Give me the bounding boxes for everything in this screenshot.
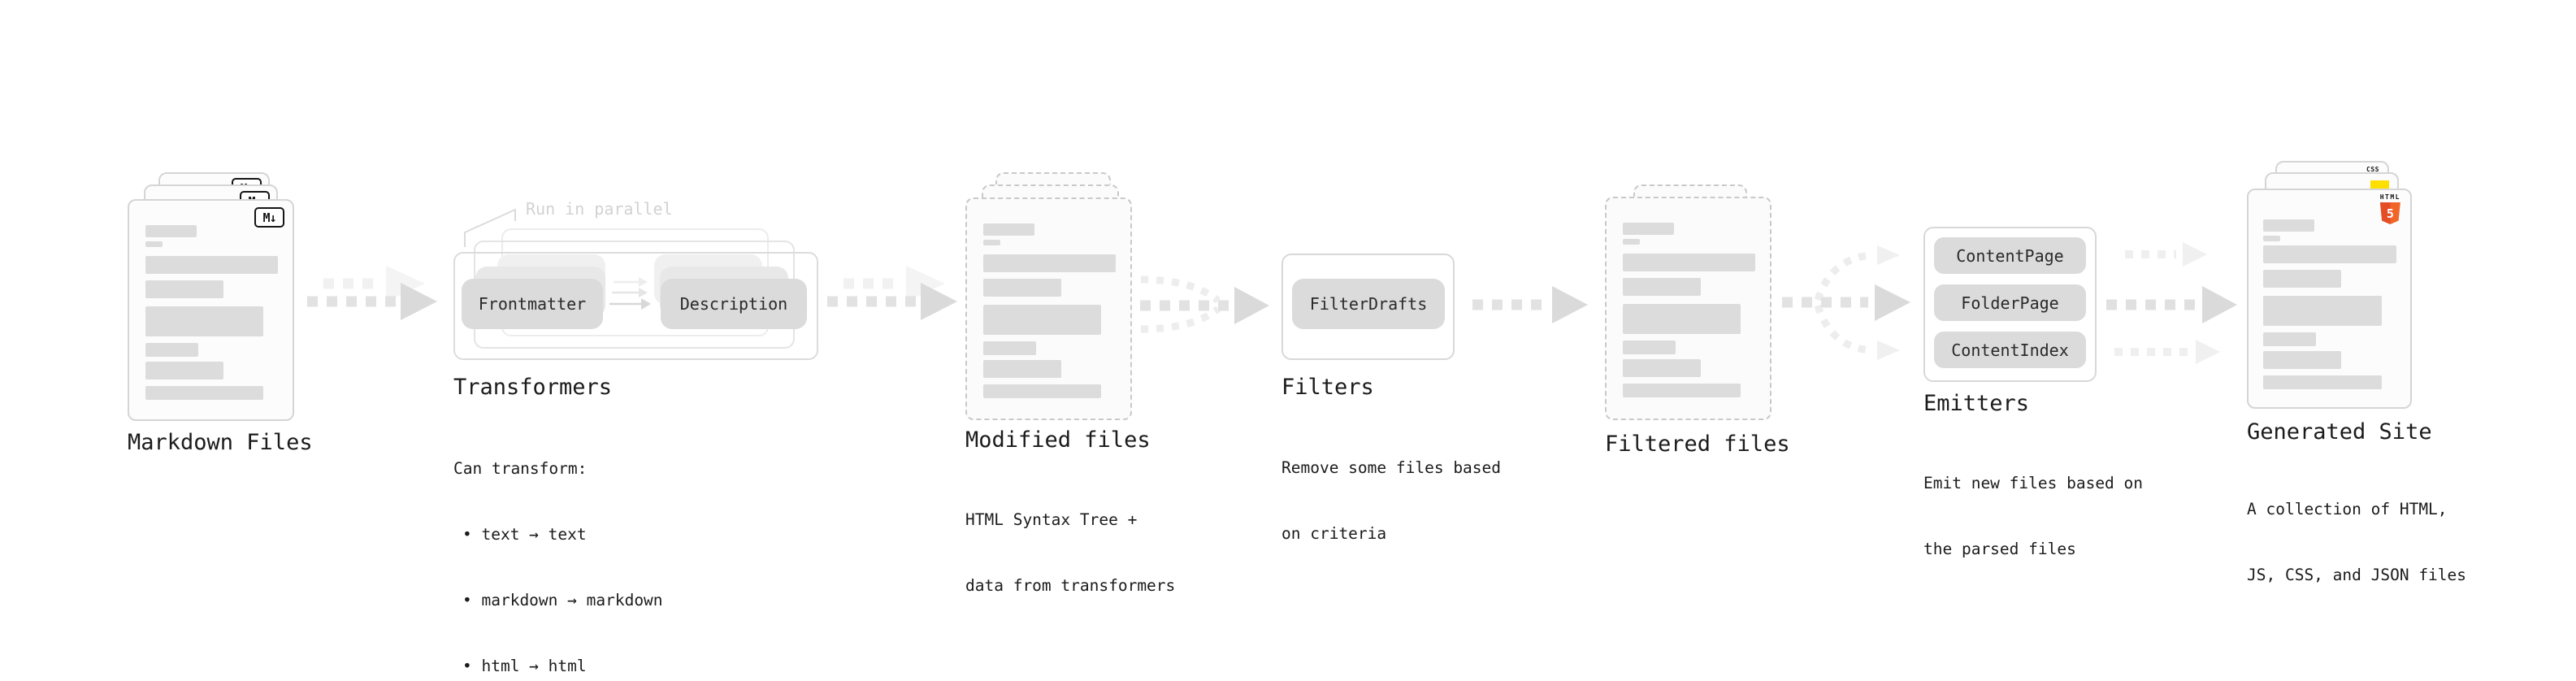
description-line: Remove some files based: [1281, 458, 1502, 477]
html5-shield: 5: [2379, 202, 2400, 224]
text-line-placeholder: [2263, 245, 2396, 263]
filtered-files-label: Filtered files: [1605, 432, 1790, 457]
emitters-description: Emit new files based on the parsed files: [1923, 428, 2143, 604]
document-card: [1605, 197, 1772, 420]
parallel-transform-arrows-icon: [609, 277, 651, 310]
text-line-placeholder: [2263, 332, 2316, 346]
modified-files-label: Modified files: [965, 427, 1151, 453]
text-line-placeholder: [2263, 296, 2382, 326]
text-line-placeholder: [1623, 254, 1755, 271]
frontmatter-pill: Frontmatter: [462, 279, 603, 329]
transformer-frame-front: [453, 252, 818, 360]
description-line: on criteria: [1281, 524, 1387, 543]
transformers-label: Transformers: [453, 375, 613, 400]
text-line-placeholder: [983, 384, 1101, 398]
text-line-placeholder: [1623, 384, 1741, 397]
emitters-label: Emitters: [1923, 391, 2030, 416]
description-line: data from transformers: [965, 576, 1176, 595]
js-icon: [2370, 180, 2389, 191]
contentpage-pill: ContentPage: [1934, 237, 2086, 274]
text-line-placeholder: [983, 360, 1061, 378]
html5-word: HTML: [2379, 193, 2400, 201]
text-line-placeholder: [145, 280, 223, 298]
dashed-arrow-markdown-to-transformers-icon: [307, 266, 437, 320]
text-line-placeholder: [145, 225, 197, 237]
text-line-placeholder: [983, 223, 1034, 236]
markdown-files-label: Markdown Files: [128, 430, 313, 455]
html5-icon: HTML 5: [2380, 194, 2400, 224]
text-line-placeholder: [1623, 340, 1676, 354]
text-line-placeholder: [145, 386, 263, 400]
text-line-placeholder: [2263, 219, 2314, 232]
description-line: JS, CSS, and JSON files: [2247, 566, 2467, 584]
text-line-placeholder: [1623, 223, 1674, 235]
run-in-parallel-callout-line: [464, 208, 516, 247]
document-card: HTML 5: [2247, 189, 2412, 409]
dashed-arrow-transformers-to-modified-icon: [827, 266, 957, 320]
generated-site-description: A collection of HTML, JS, CSS, and JSON …: [2247, 454, 2466, 630]
description-line: • text → text: [462, 525, 587, 544]
transformers-description: Can transform: • text → text • markdown …: [453, 414, 663, 681]
document-card: M↓: [128, 199, 294, 421]
merge-arrow-modified-to-filters-icon: [1140, 275, 1269, 333]
text-line-placeholder: [2263, 375, 2382, 389]
text-line-placeholder: [145, 343, 198, 357]
generated-site-label: Generated Site: [2247, 419, 2432, 445]
text-line-placeholder: [983, 341, 1036, 355]
contentindex-pill: ContentIndex: [1934, 332, 2086, 368]
description-line: • markdown → markdown: [462, 591, 663, 609]
folderpage-pill: FolderPage: [1934, 284, 2086, 321]
text-line-placeholder: [1623, 239, 1640, 245]
run-in-parallel-note: Run in parallel: [526, 199, 673, 219]
filters-label: Filters: [1281, 375, 1374, 400]
text-line-placeholder: [2263, 236, 2280, 241]
markdown-icon: M↓: [254, 207, 284, 228]
description-line: Can transform:: [453, 459, 588, 478]
text-line-placeholder: [983, 240, 1000, 245]
split-arrow-filtered-to-emitters-icon: [1782, 245, 1910, 360]
filters-description: Remove some files based on criteria: [1281, 413, 1501, 588]
text-line-placeholder: [145, 362, 223, 380]
text-line-placeholder: [983, 279, 1061, 297]
description-line: Emit new files based on: [1923, 474, 2144, 492]
text-line-placeholder: [2263, 270, 2341, 288]
dashed-arrows-emitters-to-generated-icon: [2106, 242, 2237, 364]
text-line-placeholder: [983, 305, 1101, 335]
text-line-placeholder: [1623, 359, 1701, 377]
description-line: A collection of HTML,: [2247, 500, 2448, 518]
description-line: HTML Syntax Tree +: [965, 510, 1138, 529]
filterdrafts-pill: FilterDrafts: [1292, 279, 1445, 329]
text-line-placeholder: [983, 254, 1116, 272]
description-line: the parsed files: [1923, 540, 2076, 558]
dashed-arrow-filters-to-filtered-icon: [1472, 286, 1588, 323]
description-pill: Description: [661, 279, 807, 329]
css-badge-label: CSS: [2366, 166, 2379, 173]
document-card: [965, 197, 1132, 420]
text-line-placeholder: [1623, 304, 1741, 334]
text-line-placeholder: [145, 241, 163, 247]
text-line-placeholder: [2263, 351, 2341, 369]
text-line-placeholder: [145, 256, 278, 274]
text-line-placeholder: [145, 306, 263, 336]
description-line: • html → html: [462, 657, 587, 675]
modified-files-description: HTML Syntax Tree + data from transformer…: [965, 465, 1175, 640]
text-line-placeholder: [1623, 278, 1701, 296]
